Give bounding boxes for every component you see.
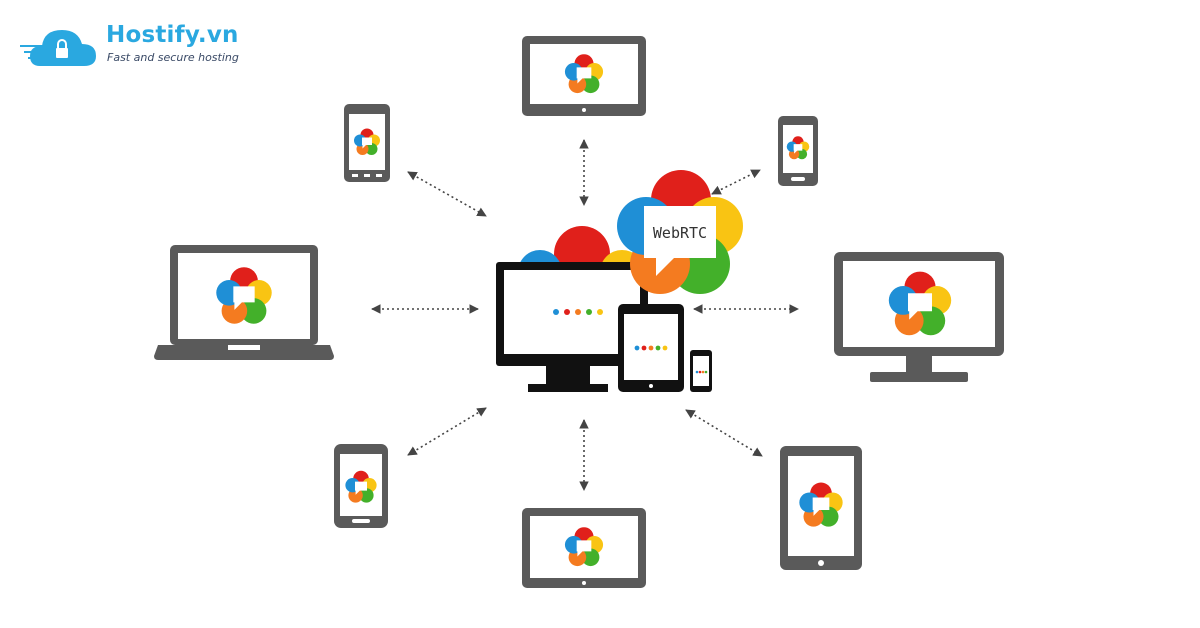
brand-name: Hostify.vn: [106, 22, 239, 48]
brand-tagline: Fast and secure hosting: [107, 51, 239, 64]
central-hub: WebRTC: [496, 170, 743, 392]
arrow-bottom-left: [407, 407, 487, 456]
tablet-bottom-right: [780, 446, 862, 570]
arrow-top-left: [407, 171, 487, 217]
phone-top-left: [344, 104, 390, 182]
webrtc-badge: WebRTC: [617, 170, 743, 294]
arrow-top-right: [711, 169, 761, 195]
webrtc-badge-text: WebRTC: [653, 224, 707, 242]
laptop-left: [154, 245, 334, 360]
connection-arrows: [371, 139, 799, 491]
tablet-top: [522, 36, 646, 116]
brand-logo[interactable]: Hostify.vn Fast and secure hosting: [18, 18, 258, 78]
hub-desktop-dots: [553, 309, 603, 315]
monitor-right: [834, 252, 1004, 382]
cloud-lock-icon: [20, 30, 96, 66]
tablet-bottom: [522, 508, 646, 588]
arrow-bottom-right: [685, 409, 763, 457]
phone-top-right: [778, 116, 818, 186]
hub-phone-dots: [695, 370, 708, 374]
hub-tablet-dots: [634, 345, 668, 351]
phone-bottom-left: [334, 444, 388, 528]
